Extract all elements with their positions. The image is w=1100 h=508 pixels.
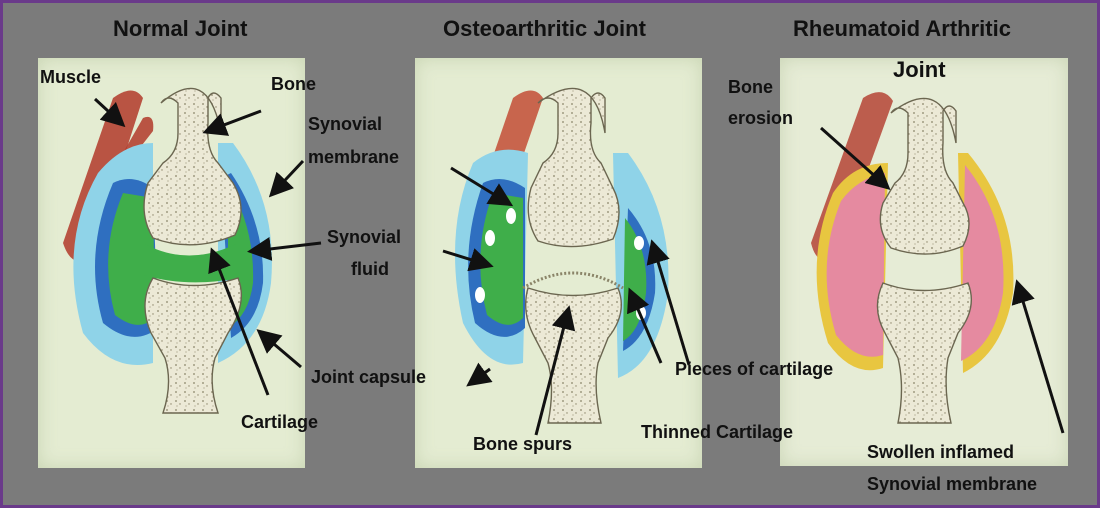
swollen-membrane-label-line1: Swollen inflamed bbox=[867, 443, 1014, 463]
bone-erosion-label-line2: erosion bbox=[728, 109, 793, 129]
cartilage-label: Cartilage bbox=[241, 413, 318, 433]
synovial-membrane-label-line2: membrane bbox=[308, 148, 399, 168]
rheumatoid-joint-title-line1: Rheumatoid Arthritic bbox=[793, 17, 1011, 41]
osteoarthritic-joint-title: Osteoarthritic Joint bbox=[443, 17, 646, 41]
rheumatoid-joint-title-line2: Joint bbox=[893, 58, 946, 82]
normal-joint-title: Normal Joint bbox=[113, 17, 247, 41]
synovial-membrane-label-line1: Synovial bbox=[308, 115, 382, 135]
normal-joint-drawing bbox=[63, 88, 272, 413]
synovial-fluid-label-line2: fluid bbox=[351, 260, 389, 280]
rheumatoid-joint-drawing bbox=[811, 92, 1013, 423]
bone-spurs-label: Bone spurs bbox=[473, 435, 572, 455]
synovial-fluid-label-line1: Synovial bbox=[327, 228, 401, 248]
bone-label: Bone bbox=[271, 75, 316, 95]
pieces-of-cartilage-label: Pieces of cartilage bbox=[675, 360, 833, 380]
swollen-membrane-label-line2: Synovial membrane bbox=[867, 475, 1037, 495]
muscle-label: Muscle bbox=[40, 68, 101, 88]
joint-capsule-label: Joint capsule bbox=[311, 368, 426, 388]
bone-erosion-label-line1: Bone bbox=[728, 78, 773, 98]
thinned-cartilage-label: Thinned Cartilage bbox=[641, 423, 793, 443]
